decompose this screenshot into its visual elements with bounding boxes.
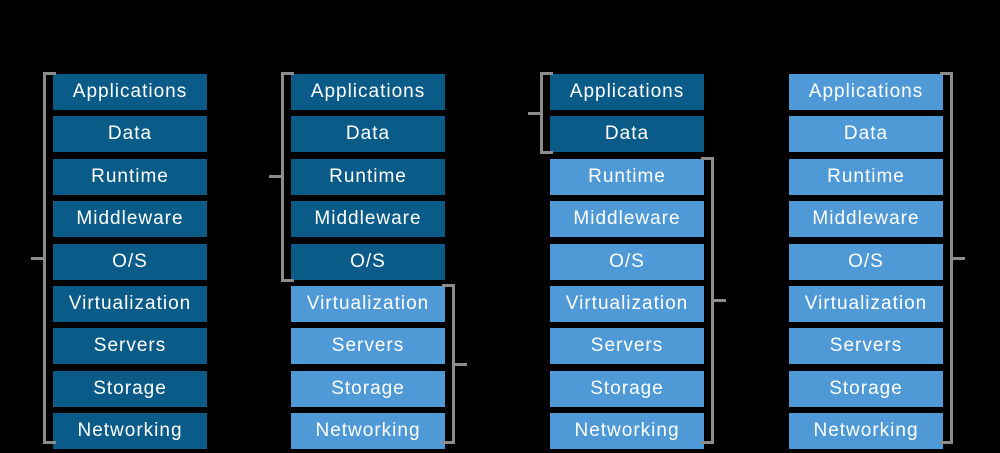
layer-box-networking: Networking [291,413,445,450]
layer-box-runtime: Runtime [550,158,704,195]
layer-box-applications: Applications [789,74,943,110]
layer-box-os: O/S [291,243,445,280]
layer-box-applications: Applications [291,74,445,110]
column-1-left-bracket [43,72,56,444]
layer-box-virtualization: Virtualization [550,286,704,322]
layer-box-networking: Networking [550,413,704,450]
layer-box-data: Data [789,116,943,153]
layer-box-virtualization: Virtualization [789,286,943,322]
column-3-left-bracket [540,72,553,155]
layer-box-storage: Storage [789,370,943,407]
layer-box-storage: Storage [550,370,704,407]
layer-box-os: O/S [550,243,704,280]
layer-box-runtime: Runtime [789,158,943,195]
column-4-right-bracket-tick [953,256,965,260]
layer-box-runtime: Runtime [291,158,445,195]
column-4-right-bracket [940,72,953,444]
layer-box-middleware: Middleware [550,201,704,238]
layer-box-middleware: Middleware [53,201,207,238]
layer-box-os: O/S [53,243,207,280]
layer-box-os: O/S [789,243,943,280]
column-3-left-bracket-tick [528,111,540,115]
layer-box-data: Data [550,116,704,153]
layer-box-applications: Applications [53,74,207,110]
layer-box-middleware: Middleware [789,201,943,238]
layer-box-servers: Servers [53,328,207,365]
layer-box-virtualization: Virtualization [53,286,207,322]
column-2-right-bracket-tick [455,362,467,366]
layer-box-servers: Servers [291,328,445,365]
column-2-left-bracket-tick [269,175,281,179]
layer-box-storage: Storage [291,370,445,407]
column-3-right-bracket [701,156,714,444]
layer-box-virtualization: Virtualization [291,286,445,322]
layer-box-storage: Storage [53,370,207,407]
column-1-left-bracket-tick [31,256,43,260]
layer-box-servers: Servers [550,328,704,365]
layer-box-servers: Servers [789,328,943,365]
column-2-right-bracket [442,284,455,444]
layer-box-data: Data [291,116,445,153]
layer-box-networking: Networking [789,413,943,450]
layer-box-data: Data [53,116,207,153]
layer-box-applications: Applications [550,74,704,110]
column-3-right-bracket-tick [714,298,726,302]
column-2-left-bracket [281,72,294,282]
layer-box-middleware: Middleware [291,201,445,238]
layer-box-runtime: Runtime [53,158,207,195]
layer-box-networking: Networking [53,413,207,450]
